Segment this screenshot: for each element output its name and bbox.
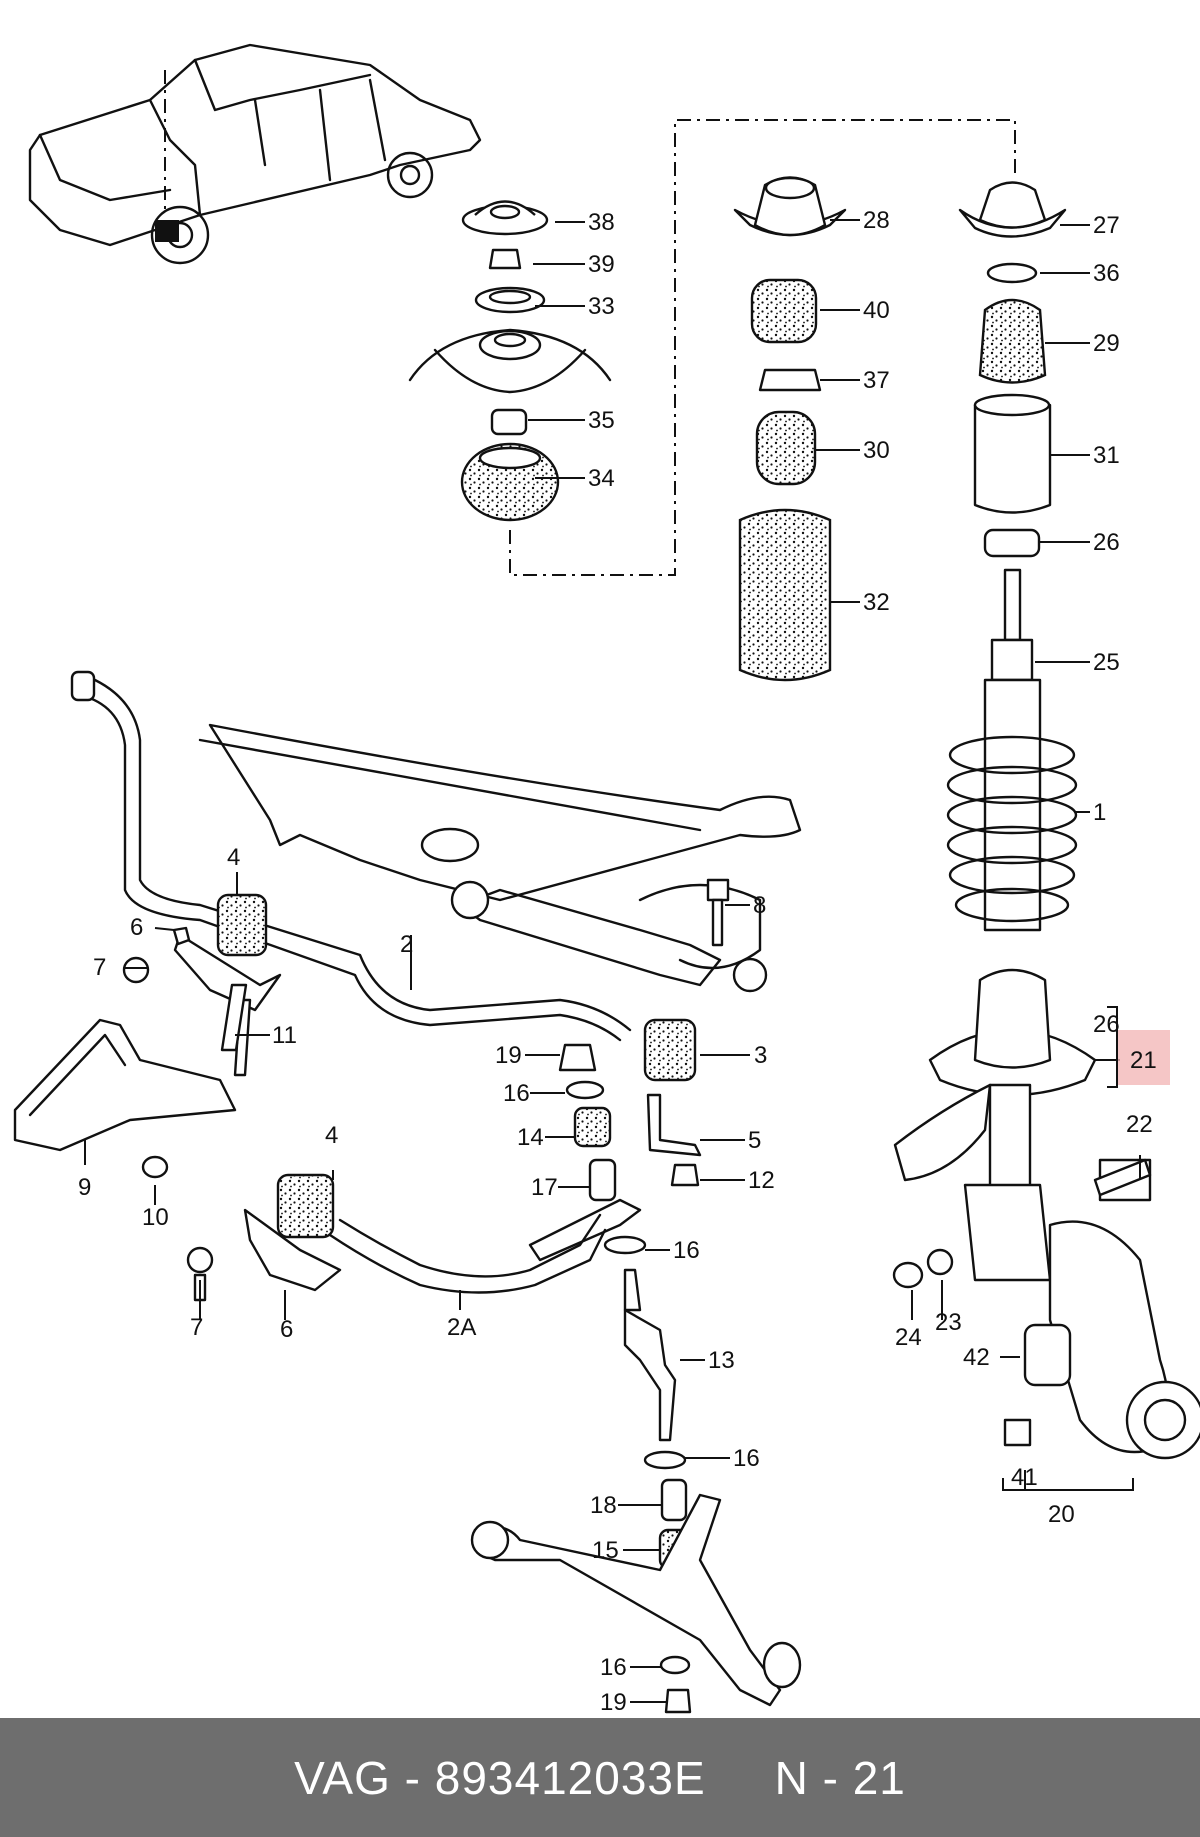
footer-bar: VAG - 893412033E N - 21 <box>0 1718 1200 1837</box>
callout-18: 18 <box>590 1492 617 1519</box>
callout-33: 33 <box>588 293 615 320</box>
sway-bar-lower <box>328 1213 607 1294</box>
callout-21: 21 <box>1130 1047 1157 1074</box>
parts-diagram: 38 39 33 35 34 28 40 37 30 32 27 36 29 3… <box>13 43 1200 1716</box>
callout-16-b: 16 <box>673 1237 700 1264</box>
callout-6-upper: 6 <box>130 914 143 941</box>
callout-42: 42 <box>963 1344 990 1371</box>
callout-16-d: 16 <box>600 1654 627 1681</box>
callout-2A: 2A <box>447 1314 476 1341</box>
callout-1: 1 <box>1093 799 1106 826</box>
callout-6-lower: 6 <box>280 1316 293 1343</box>
callout-37: 37 <box>863 367 890 394</box>
callout-19-upper: 19 <box>495 1042 522 1069</box>
callout-25: 25 <box>1093 649 1120 676</box>
callout-labels: 38 39 33 35 34 28 40 37 30 32 27 36 29 3… <box>78 207 1157 1716</box>
callout-13: 13 <box>708 1347 735 1374</box>
strut-assembly-right <box>892 181 1200 1460</box>
diagram-svg: 38 39 33 35 34 28 40 37 30 32 27 36 29 3… <box>13 43 1200 1716</box>
callout-8: 8 <box>753 892 766 919</box>
callout-17: 17 <box>531 1174 558 1201</box>
callout-26-top: 26 <box>1093 529 1120 556</box>
callout-32: 32 <box>863 589 890 616</box>
callout-40: 40 <box>863 297 890 324</box>
bushing-3 <box>643 1018 702 1187</box>
callout-36: 36 <box>1093 260 1120 287</box>
sway-bar-upper <box>70 670 632 1042</box>
callout-35: 35 <box>588 407 615 434</box>
footer-separator: - <box>390 1751 435 1804</box>
callout-26-bottom: 26 <box>1093 1011 1120 1038</box>
highlight-box <box>1118 1030 1170 1085</box>
footer-gap <box>706 1751 775 1805</box>
bolt-8-group <box>706 878 768 993</box>
bushing-clamp-lower <box>186 1173 342 1302</box>
callout-9: 9 <box>78 1174 91 1201</box>
callout-7-lower: 7 <box>190 1314 203 1341</box>
callout-38: 38 <box>588 209 615 236</box>
callout-24: 24 <box>895 1324 922 1351</box>
callout-22: 22 <box>1126 1111 1153 1138</box>
callout-34: 34 <box>588 465 615 492</box>
footer-position: N - 21 <box>774 1751 906 1804</box>
leader-lines <box>84 219 1141 1703</box>
callout-11: 11 <box>272 1022 297 1049</box>
callout-31: 31 <box>1093 442 1120 469</box>
callout-28: 28 <box>863 207 890 234</box>
callout-12: 12 <box>748 1167 775 1194</box>
footer-part-number: 893412033E <box>434 1751 706 1804</box>
callout-4-upper: 4 <box>227 844 240 871</box>
lower-control-arm <box>470 1493 802 1714</box>
callout-20: 20 <box>1048 1501 1075 1528</box>
crossmember <box>198 723 802 987</box>
callout-10: 10 <box>142 1204 169 1231</box>
mount-stack-center <box>733 176 847 682</box>
bracket-9 <box>13 1018 237 1152</box>
callout-4-lower: 4 <box>325 1122 338 1149</box>
callout-39: 39 <box>588 251 615 278</box>
callout-23: 23 <box>935 1309 962 1336</box>
mount-stack-left <box>408 119 1016 576</box>
coil-spring-icon <box>946 735 1078 923</box>
callout-16-a: 16 <box>503 1080 530 1107</box>
callout-16-c: 16 <box>733 1445 760 1472</box>
callout-15: 15 <box>592 1537 619 1564</box>
callout-30: 30 <box>863 437 890 464</box>
footer-caption: VAG - 893412033E N - 21 <box>294 1751 906 1805</box>
callout-27: 27 <box>1093 212 1120 239</box>
callout-2: 2 <box>400 931 413 958</box>
link-bushings <box>528 1043 692 1570</box>
bushing-clamp-upper <box>122 893 282 1077</box>
callout-3: 3 <box>754 1042 767 1069</box>
callout-7-upper: 7 <box>93 954 106 981</box>
callout-14: 14 <box>517 1124 544 1151</box>
footer-brand: VAG <box>294 1751 391 1804</box>
callout-5: 5 <box>748 1127 761 1154</box>
misc-bolts <box>141 983 248 1179</box>
callout-29: 29 <box>1093 330 1120 357</box>
callout-19-lower: 19 <box>600 1689 627 1716</box>
car-outline-icon <box>28 43 482 265</box>
callout-41: 41 <box>1011 1464 1038 1491</box>
